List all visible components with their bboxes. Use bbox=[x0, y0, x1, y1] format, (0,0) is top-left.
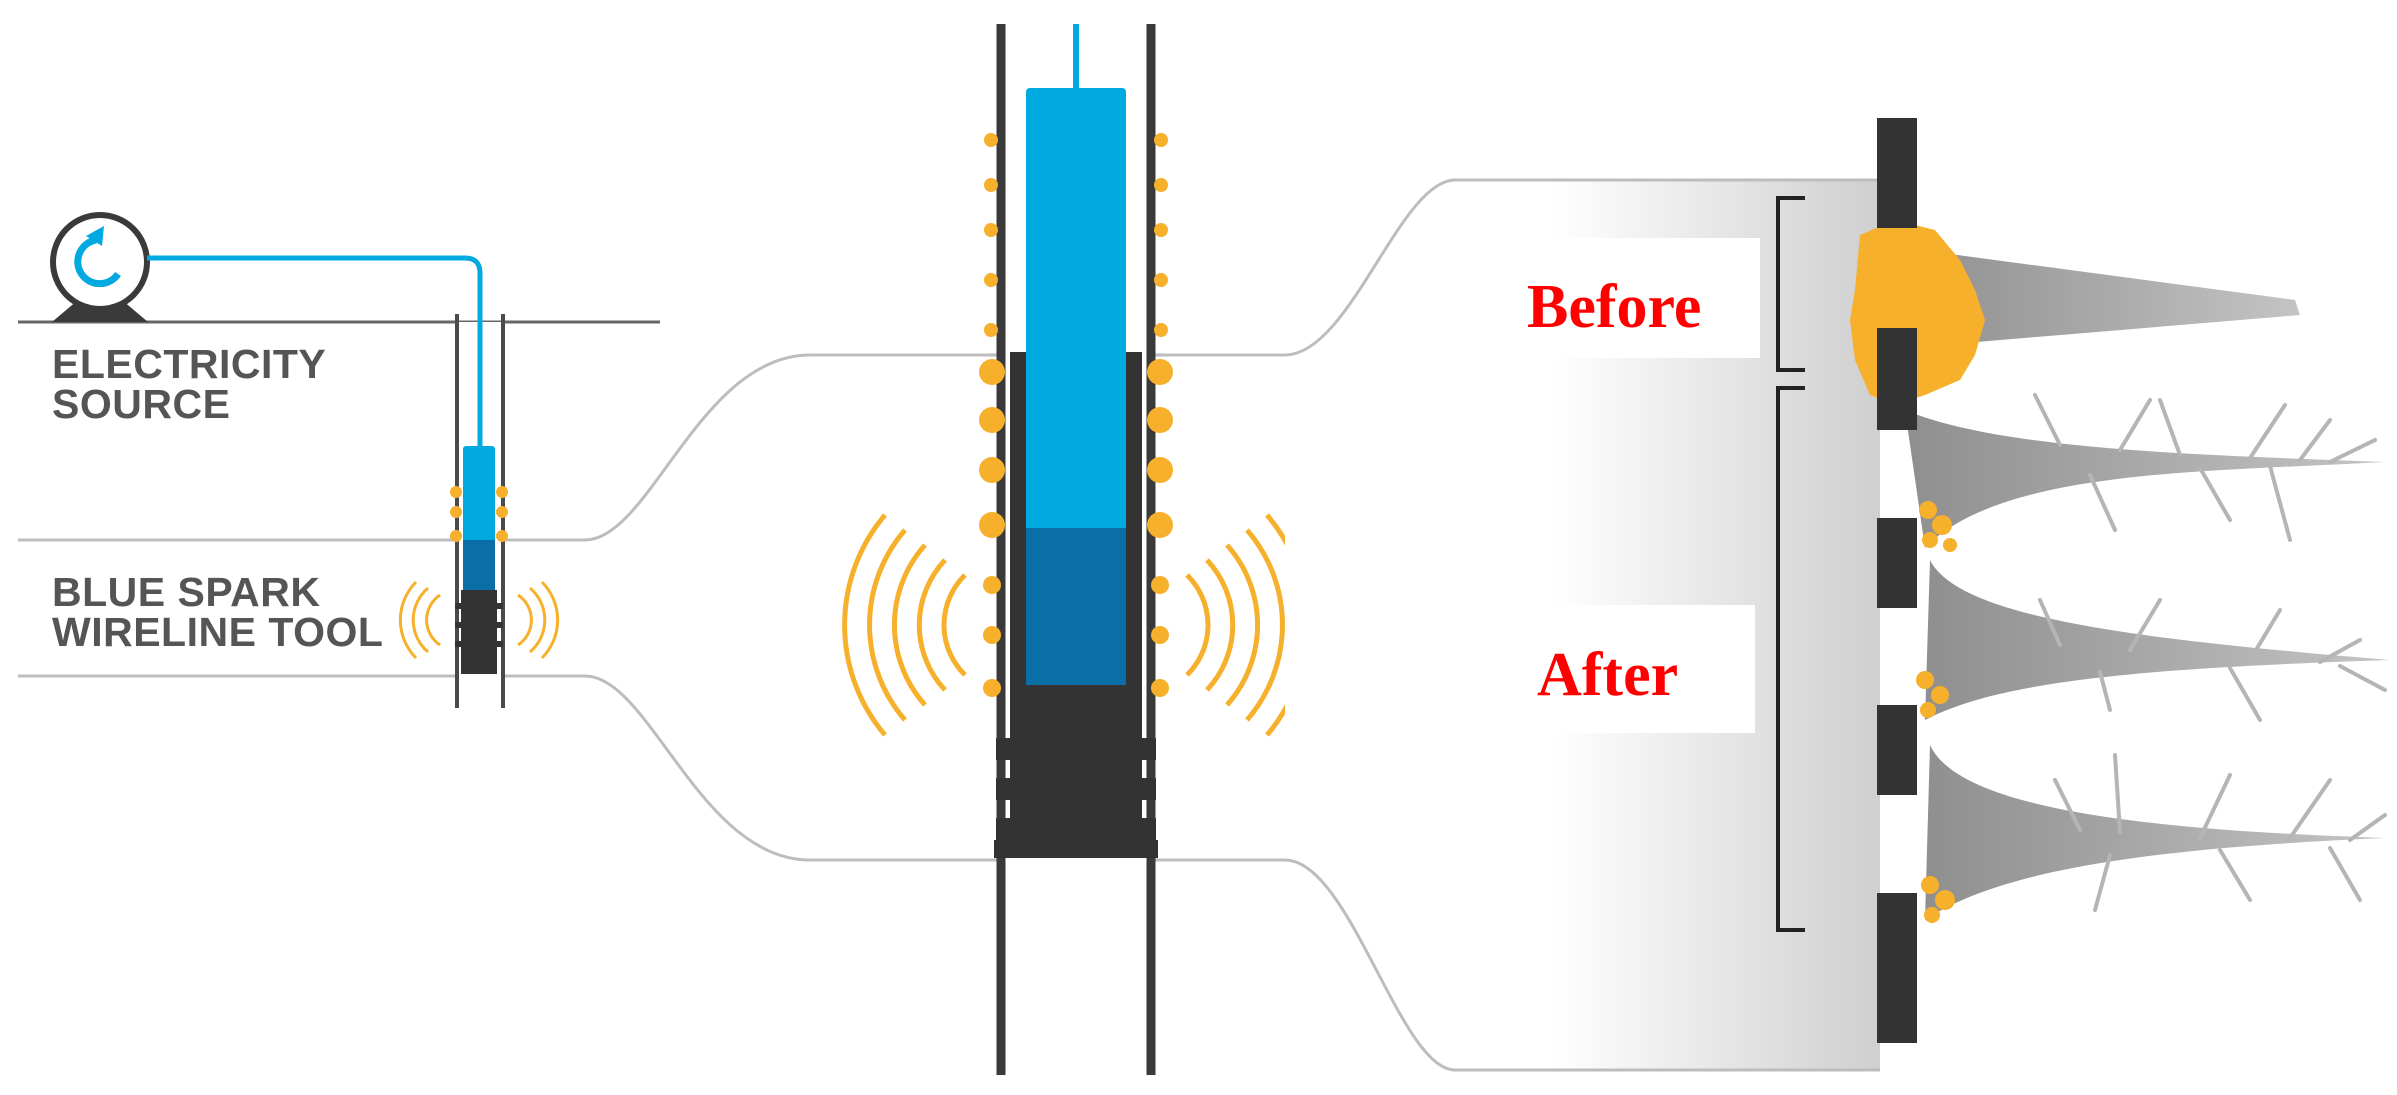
formation-top-guide bbox=[18, 353, 1285, 542]
tool-body-ribs bbox=[994, 738, 1158, 858]
formation-detail bbox=[1284, 118, 2390, 1072]
after-label: After bbox=[1537, 641, 1679, 709]
before-label: Before bbox=[1527, 273, 1702, 341]
tool-label-line1: BLUE SPARK bbox=[52, 569, 321, 615]
wireline-cable bbox=[147, 255, 483, 448]
before-spark-blob bbox=[1850, 220, 1985, 405]
after-deposits bbox=[1916, 501, 1957, 923]
formation-outline-top bbox=[1284, 178, 1880, 357]
tool-dark-blue-section bbox=[1026, 528, 1126, 685]
fracture-branches bbox=[2033, 393, 2387, 912]
after-bracket bbox=[1776, 386, 1805, 932]
electricity-source-label-line2: SOURCE bbox=[52, 381, 231, 427]
formation-outline-bottom bbox=[1284, 858, 1880, 1072]
tool-blue-section bbox=[1026, 88, 1126, 533]
fracture-icon bbox=[1905, 248, 2390, 920]
small-wireline-tool bbox=[450, 446, 508, 674]
spark-deposits bbox=[979, 133, 1173, 697]
before-label-box bbox=[1480, 238, 1760, 358]
before-bracket bbox=[1776, 196, 1805, 372]
electricity-source-label-line1: ELECTRICITY bbox=[52, 341, 327, 387]
formation-bottom-guide bbox=[18, 674, 1285, 862]
after-label-box bbox=[1480, 605, 1755, 733]
well-overview bbox=[18, 212, 1285, 862]
electricity-source-icon bbox=[50, 212, 150, 322]
casing-segments bbox=[1877, 118, 1917, 1043]
small-sound-wave-icon bbox=[398, 580, 560, 660]
zoomed-tool-view bbox=[842, 0, 1310, 1095]
tool-label-line2: WIRELINE TOOL bbox=[52, 609, 384, 655]
